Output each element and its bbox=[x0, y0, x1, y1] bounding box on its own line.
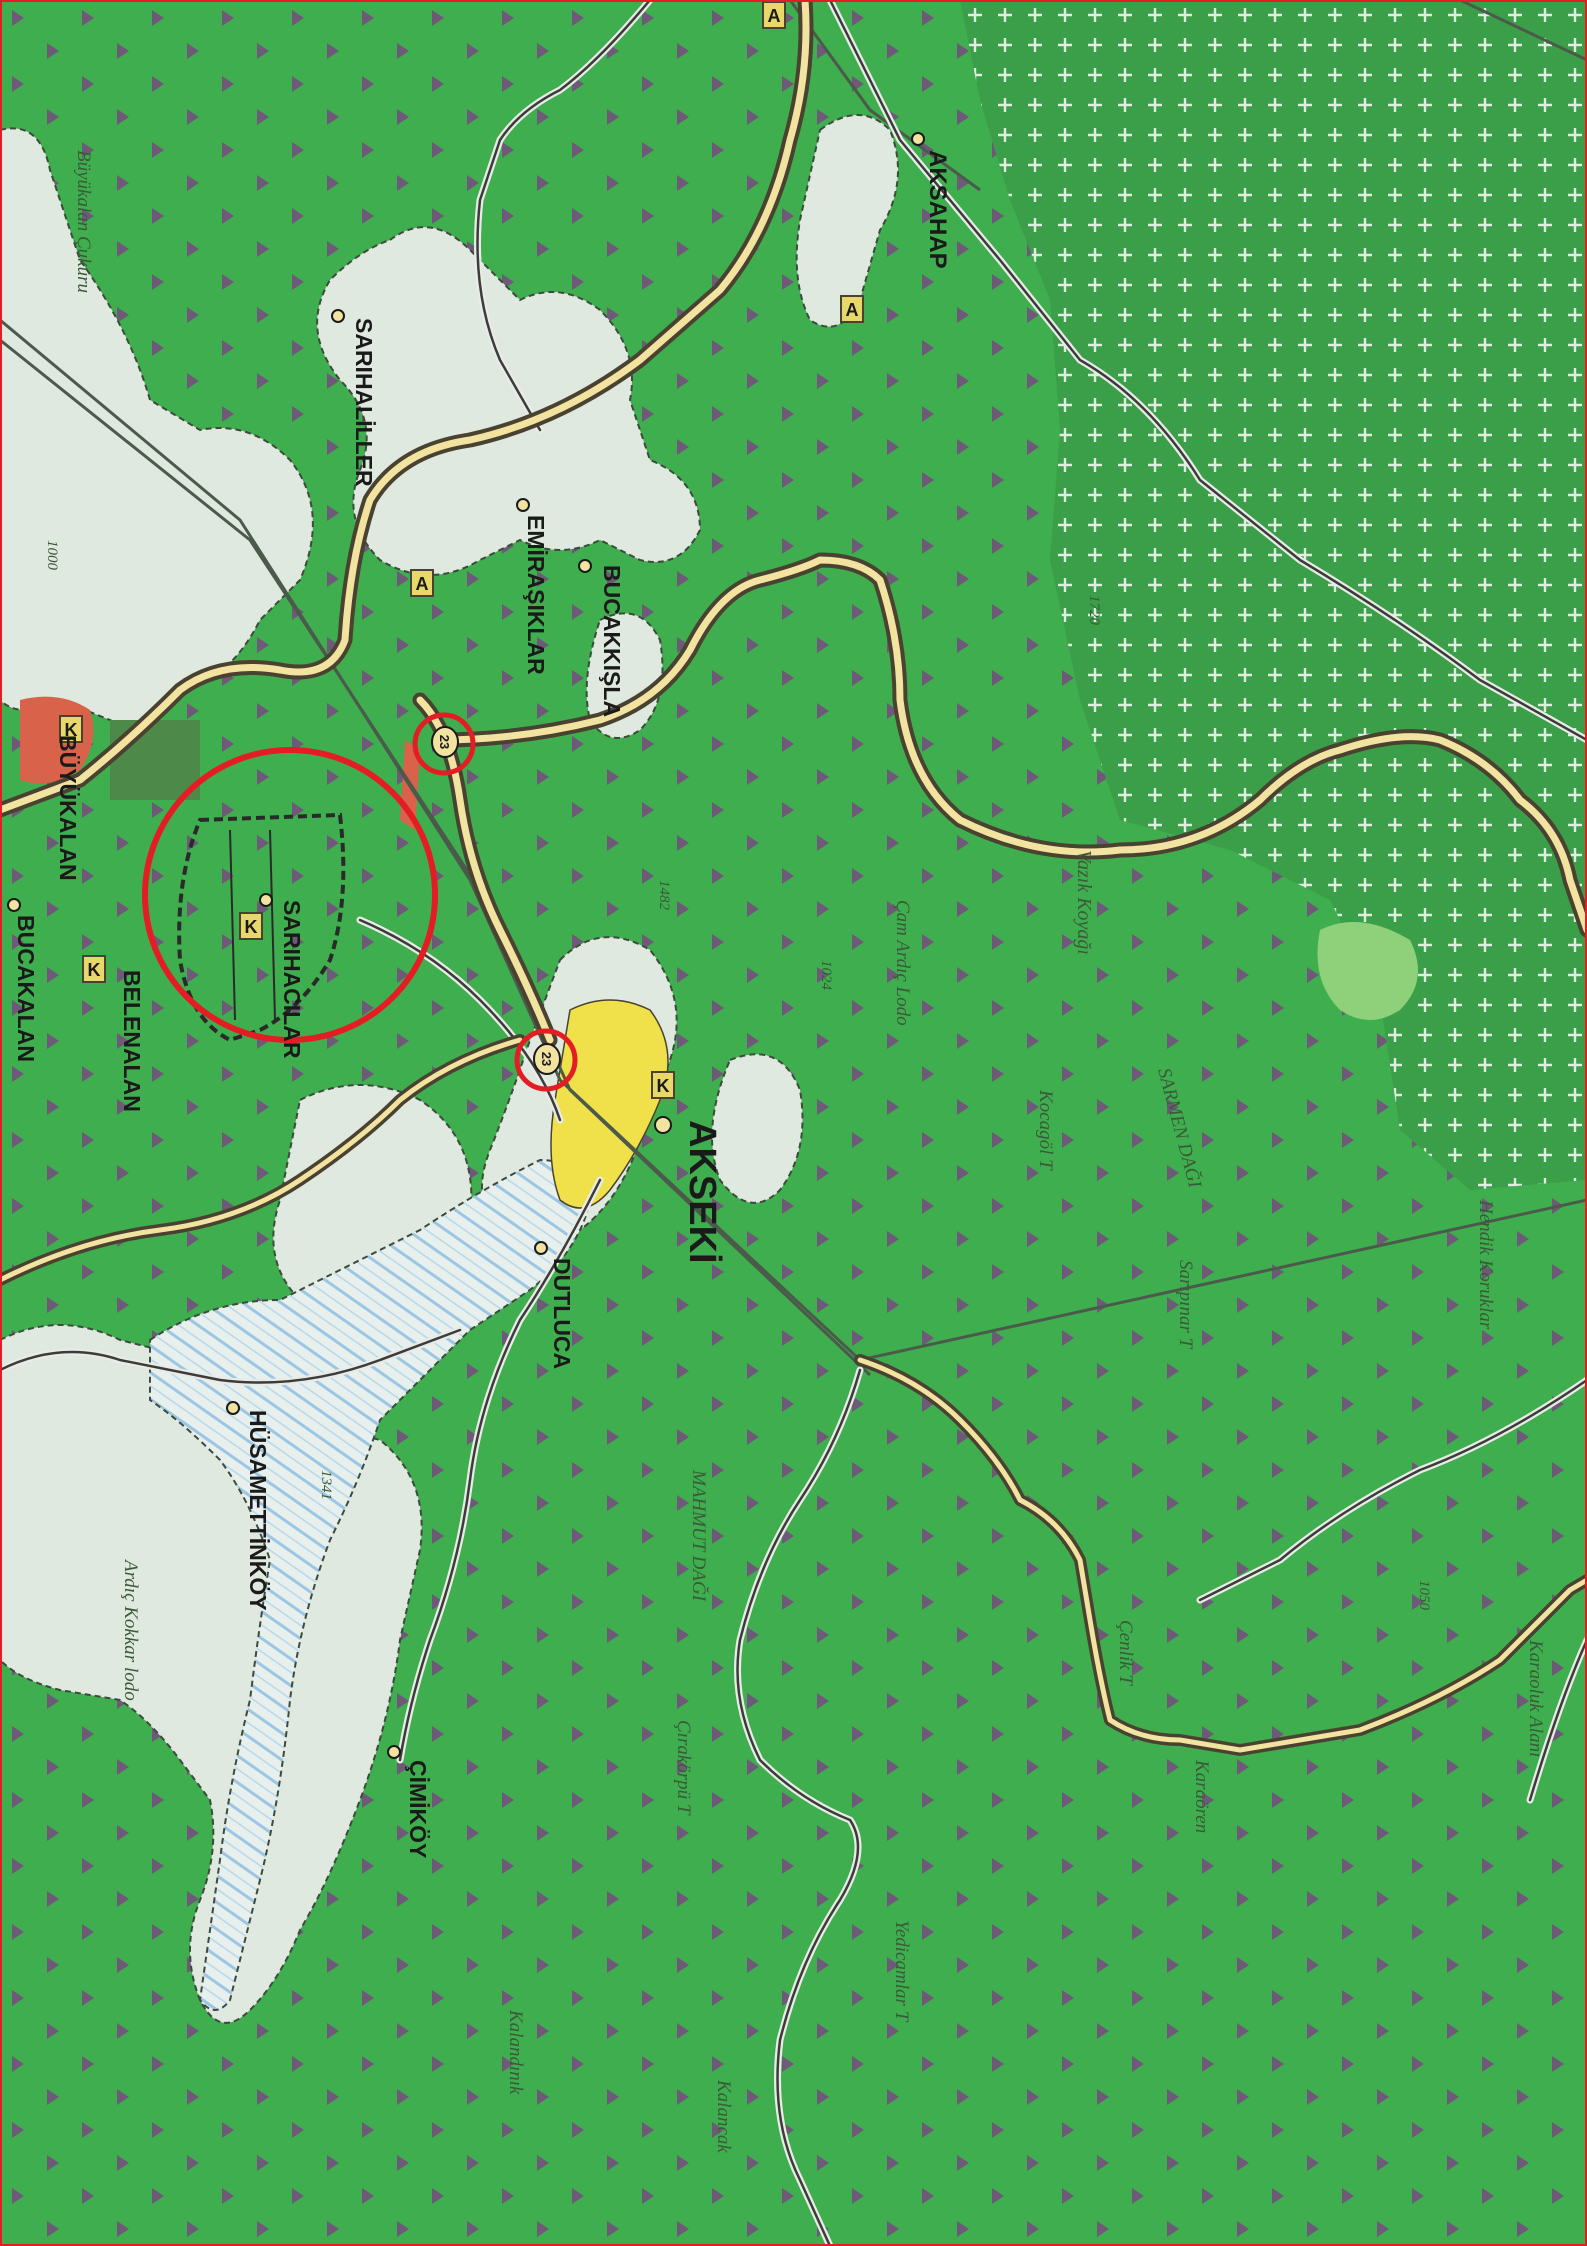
settlement-marker-k: K bbox=[651, 1071, 675, 1099]
spot-height: 1024 bbox=[818, 960, 834, 991]
label-husamettinkoy: HÜSAMETTİNKÖY bbox=[245, 1410, 271, 1611]
label-cimikoy: ÇİMİKÖY bbox=[405, 1760, 431, 1858]
svg-text:A: A bbox=[768, 6, 781, 26]
route-badge: 23 bbox=[431, 726, 459, 758]
cross-pattern-area bbox=[960, 0, 1587, 1190]
spot-heights: 1720 1000 1482 1341 1050 1024 bbox=[44, 540, 1432, 1611]
label-saripinar-t: Sarıpınar T bbox=[1175, 1260, 1196, 1350]
label-kalandinik: Kalandınık bbox=[505, 2009, 526, 2095]
label-cirakorpu-t: Çırakörpü T bbox=[673, 1720, 694, 1816]
settlement-dots bbox=[7, 132, 925, 1759]
svg-text:K: K bbox=[88, 960, 101, 980]
label-kalancak: Kalancak bbox=[713, 2079, 734, 2153]
spot-height: 1482 bbox=[656, 880, 672, 911]
label-hendik-koruklar: Hendik Koruklar bbox=[1475, 1199, 1496, 1330]
settlement-marker-group: K K K K bbox=[59, 715, 675, 1099]
svg-text:A: A bbox=[416, 574, 429, 594]
svg-text:K: K bbox=[65, 720, 78, 740]
label-sarihaliller: SARIHALİLLER bbox=[351, 318, 377, 487]
highlight-circle-akseki bbox=[514, 1028, 578, 1092]
label-bucakkisla: BUCAKKIŞLA bbox=[599, 565, 625, 717]
spot-height: 1050 bbox=[1416, 1580, 1432, 1611]
label-belenalan: BELENALAN bbox=[119, 970, 145, 1112]
clearing-valley-east bbox=[711, 1053, 804, 1204]
road-marker-a: A bbox=[840, 295, 864, 323]
settlement-marker-k: K bbox=[239, 912, 263, 940]
highlight-circle-sarihacilar bbox=[142, 747, 438, 1043]
label-sarihacilar: SARIHACILAR bbox=[279, 900, 305, 1059]
label-karaoluk-alani: Karaoluk Alanı bbox=[1525, 1639, 1546, 1757]
clearing-west bbox=[0, 127, 314, 727]
spot-height: 1000 bbox=[44, 540, 60, 571]
label-buyukalan: BÜYÜKALAN bbox=[55, 735, 81, 881]
power-line-4 bbox=[1459, 0, 1587, 62]
label-cam-ardic-lodo: Çam Ardıç Lodo bbox=[892, 900, 913, 1026]
svg-text:K: K bbox=[245, 917, 258, 937]
power-line-3 bbox=[788, 0, 981, 192]
sarihacilar-enclosure bbox=[177, 812, 346, 1043]
label-bucakalan: BUCAKALAN bbox=[13, 915, 39, 1062]
label-kocagol: Kocagöl T bbox=[1035, 1089, 1056, 1171]
label-akseki: AKSEKİ bbox=[681, 1120, 723, 1264]
spot-height: 1341 bbox=[318, 1470, 334, 1500]
highlight-circle-junction bbox=[412, 712, 476, 776]
enclosure-line-2 bbox=[269, 829, 276, 1021]
label-karaoren: Karaören bbox=[1191, 1759, 1212, 1833]
label-yedicamlar: Yedicamlar T bbox=[891, 1920, 912, 2023]
enclosure-line-1 bbox=[229, 829, 236, 1021]
road-marker-group: A A A bbox=[410, 1, 864, 597]
road-marker-a: A bbox=[410, 569, 434, 597]
water-area bbox=[149, 1158, 592, 2011]
settlement-marker-k: K bbox=[82, 955, 106, 983]
built-block bbox=[110, 720, 200, 800]
svg-text:A: A bbox=[846, 300, 859, 320]
label-mahmut-dagi: MAHMUT DAĞI bbox=[688, 1469, 710, 1603]
orchard-area bbox=[1317, 922, 1418, 1020]
label-vazik-koyagi: Vazık Koyağı bbox=[1073, 850, 1095, 955]
clearing-upper bbox=[316, 226, 702, 576]
road-marker-a: A bbox=[762, 1, 786, 29]
settlement-marker-k: K bbox=[59, 715, 83, 743]
label-aksahap: AKSAHAP bbox=[924, 150, 951, 269]
power-line-1 bbox=[0, 318, 1587, 1362]
label-emirasiklar: EMİRAŞIKLAR bbox=[523, 515, 549, 675]
place-labels: AKSAHAP SARIHALİLLER EMİRAŞIKLAR BUCAKKI… bbox=[13, 150, 951, 1858]
label-buyukalan-cukuru: Büyükalan Çukuru bbox=[73, 150, 94, 293]
svg-text:23: 23 bbox=[437, 735, 452, 749]
label-dutluca: DUTLUCA bbox=[549, 1258, 575, 1369]
svg-text:23: 23 bbox=[539, 1052, 554, 1066]
label-ardic-kokkar-lodo: Ardıç Kokkar lodo bbox=[120, 1558, 141, 1701]
svg-text:K: K bbox=[657, 1076, 670, 1096]
clearing-north bbox=[795, 114, 899, 328]
route-badge: 23 bbox=[533, 1043, 561, 1075]
spot-height: 1720 bbox=[1086, 595, 1102, 626]
label-cenlik-t: Çenlik T bbox=[1115, 1620, 1136, 1686]
